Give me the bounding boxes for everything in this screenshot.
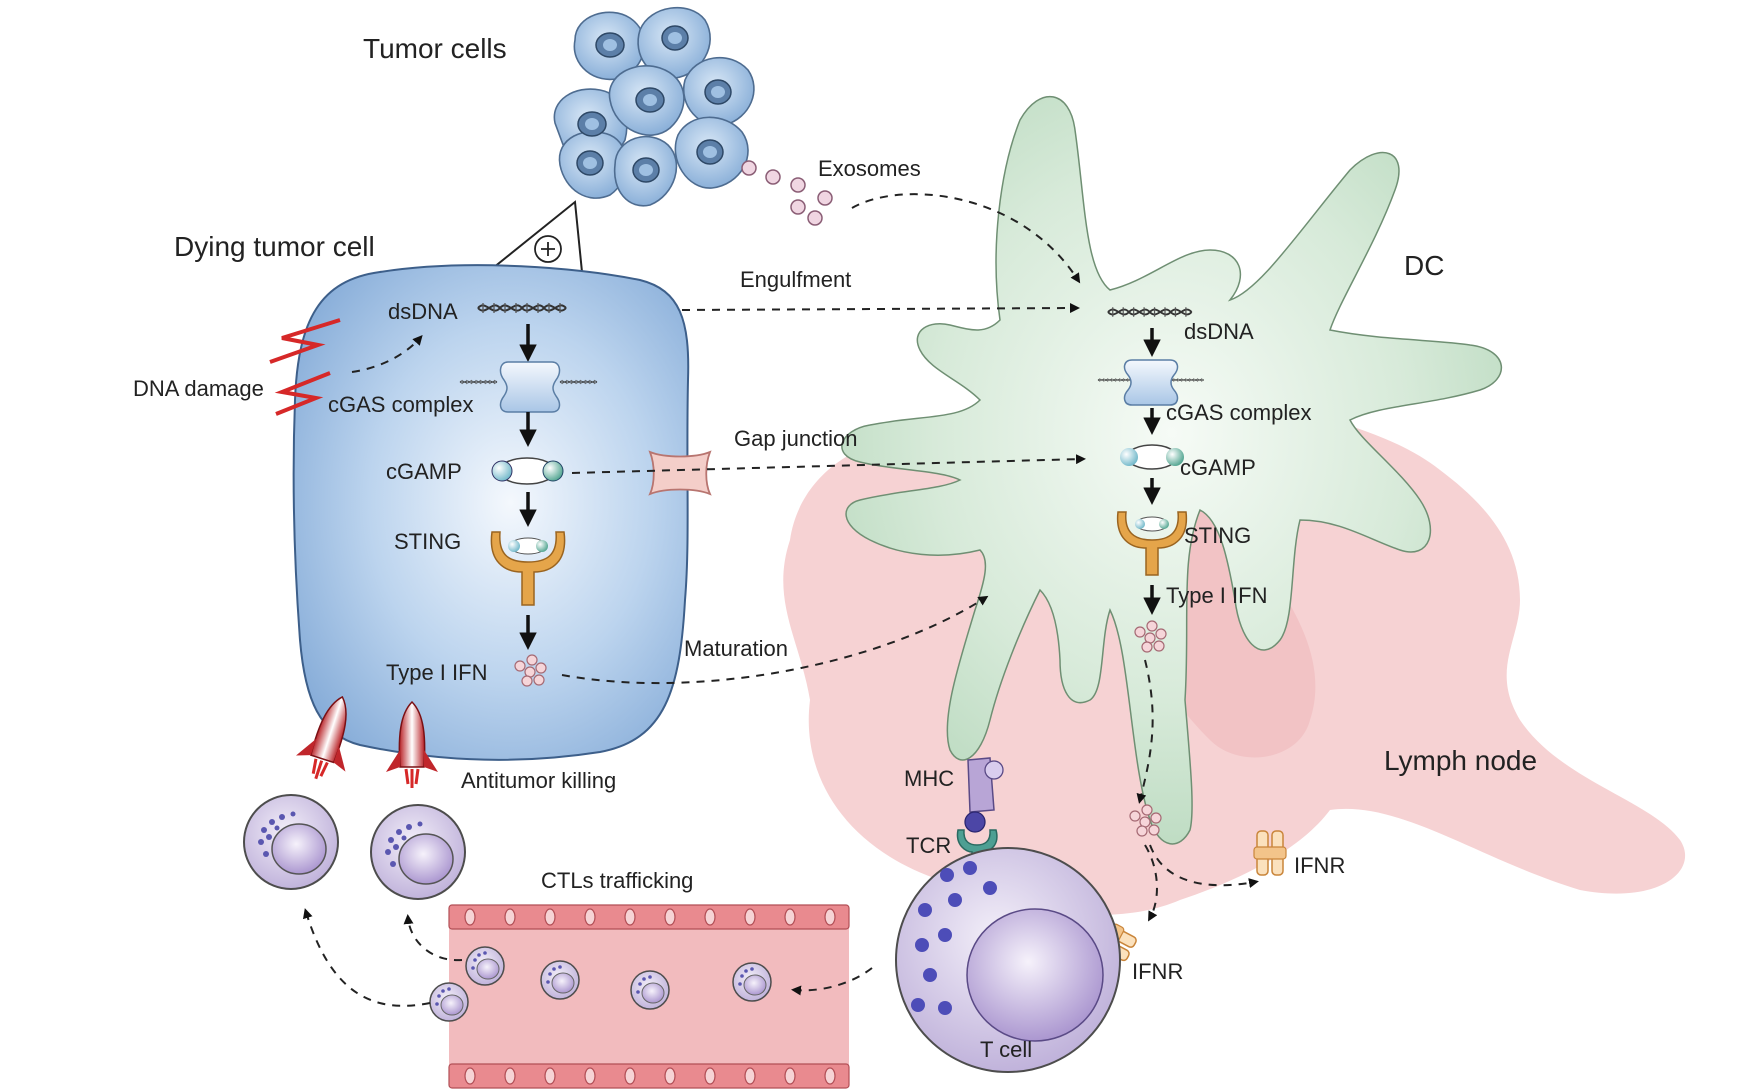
tumor-step-label: Type I IFN [386,660,487,685]
label-exosomes: Exosomes [818,156,921,181]
mhc-icon [964,757,1004,833]
label-lymph-node: Lymph node [1384,745,1537,776]
dc-sting-icon [1116,511,1188,576]
label-mhc: MHC [904,766,954,791]
label-t-cell: T cell [980,1037,1032,1062]
trafficking-ctl-cell [540,960,580,1000]
dna-damage-icon [269,318,341,416]
label-gap-junction: Gap junction [734,426,858,451]
ifn-secretion-arrow [1136,659,1154,804]
tumor-cgamp-icon [491,457,564,485]
dc-cgamp-icon [1120,444,1184,470]
dna-damage-arrow [351,335,423,373]
trafficking-ctl-cell [465,946,505,986]
dendritic-cell [841,95,1503,845]
label-dying-tumor-cell: Dying tumor cell [174,231,375,262]
vessel-to-left-ctl-arrow [302,908,431,1007]
ctl-cell-right [370,804,466,900]
gap-junction-arrow [571,454,1086,474]
dc-step-label: STING [1184,523,1251,548]
gap-junction-icon [648,450,712,496]
exosome-particles [741,160,833,226]
maturation-arrow [561,595,989,685]
t-cell [895,847,1121,1073]
dc-step-label: cGAS complex [1166,400,1312,425]
label-ifnr-tcell: IFNR [1132,959,1183,984]
dc-step-label: dsDNA [1184,319,1254,344]
trafficking-ctl-cell [630,970,670,1010]
dc-step-label: Type I IFN [1166,583,1267,608]
label-dc: DC [1404,250,1444,281]
ctl-cell-left [243,794,339,890]
tumor-step-label: STING [394,529,461,554]
label-tumor-cells: Tumor cells [363,33,507,64]
label-maturation: Maturation [684,636,788,661]
trafficking-ctl-cell [429,982,469,1022]
tumor-step-label: cGAS complex [328,392,474,417]
dc-cgas-complex-icon [1097,359,1205,406]
label-antitumor-killing: Antitumor killing [461,768,616,793]
ifn-to-tcell-ifnr-arrow [1144,844,1158,922]
dying-tumor-cell [292,264,690,761]
trafficking-ctl-cell [732,962,772,1002]
ifn-to-dc-ifnr-arrow [1149,844,1259,888]
label-ctls-trafficking: CTLs trafficking [541,868,693,893]
tumor-cgas-complex-icon [459,361,598,413]
tumor-sting-icon [490,531,566,606]
label-dna-damage: DNA damage [133,376,264,401]
tumor-cell-cluster [553,6,755,207]
label-ifnr-dc: IFNR [1294,853,1345,878]
tumor-step-label: cGAMP [386,459,462,484]
label-tcr: TCR [906,833,951,858]
exosomes-arrow [851,193,1081,284]
label-engulfment: Engulfment [740,267,851,292]
dc-step-label: cGAMP [1180,455,1256,480]
engulfment-arrow [681,303,1080,314]
tumor-step-label: dsDNA [388,299,458,324]
zoom-triangle [487,200,583,273]
